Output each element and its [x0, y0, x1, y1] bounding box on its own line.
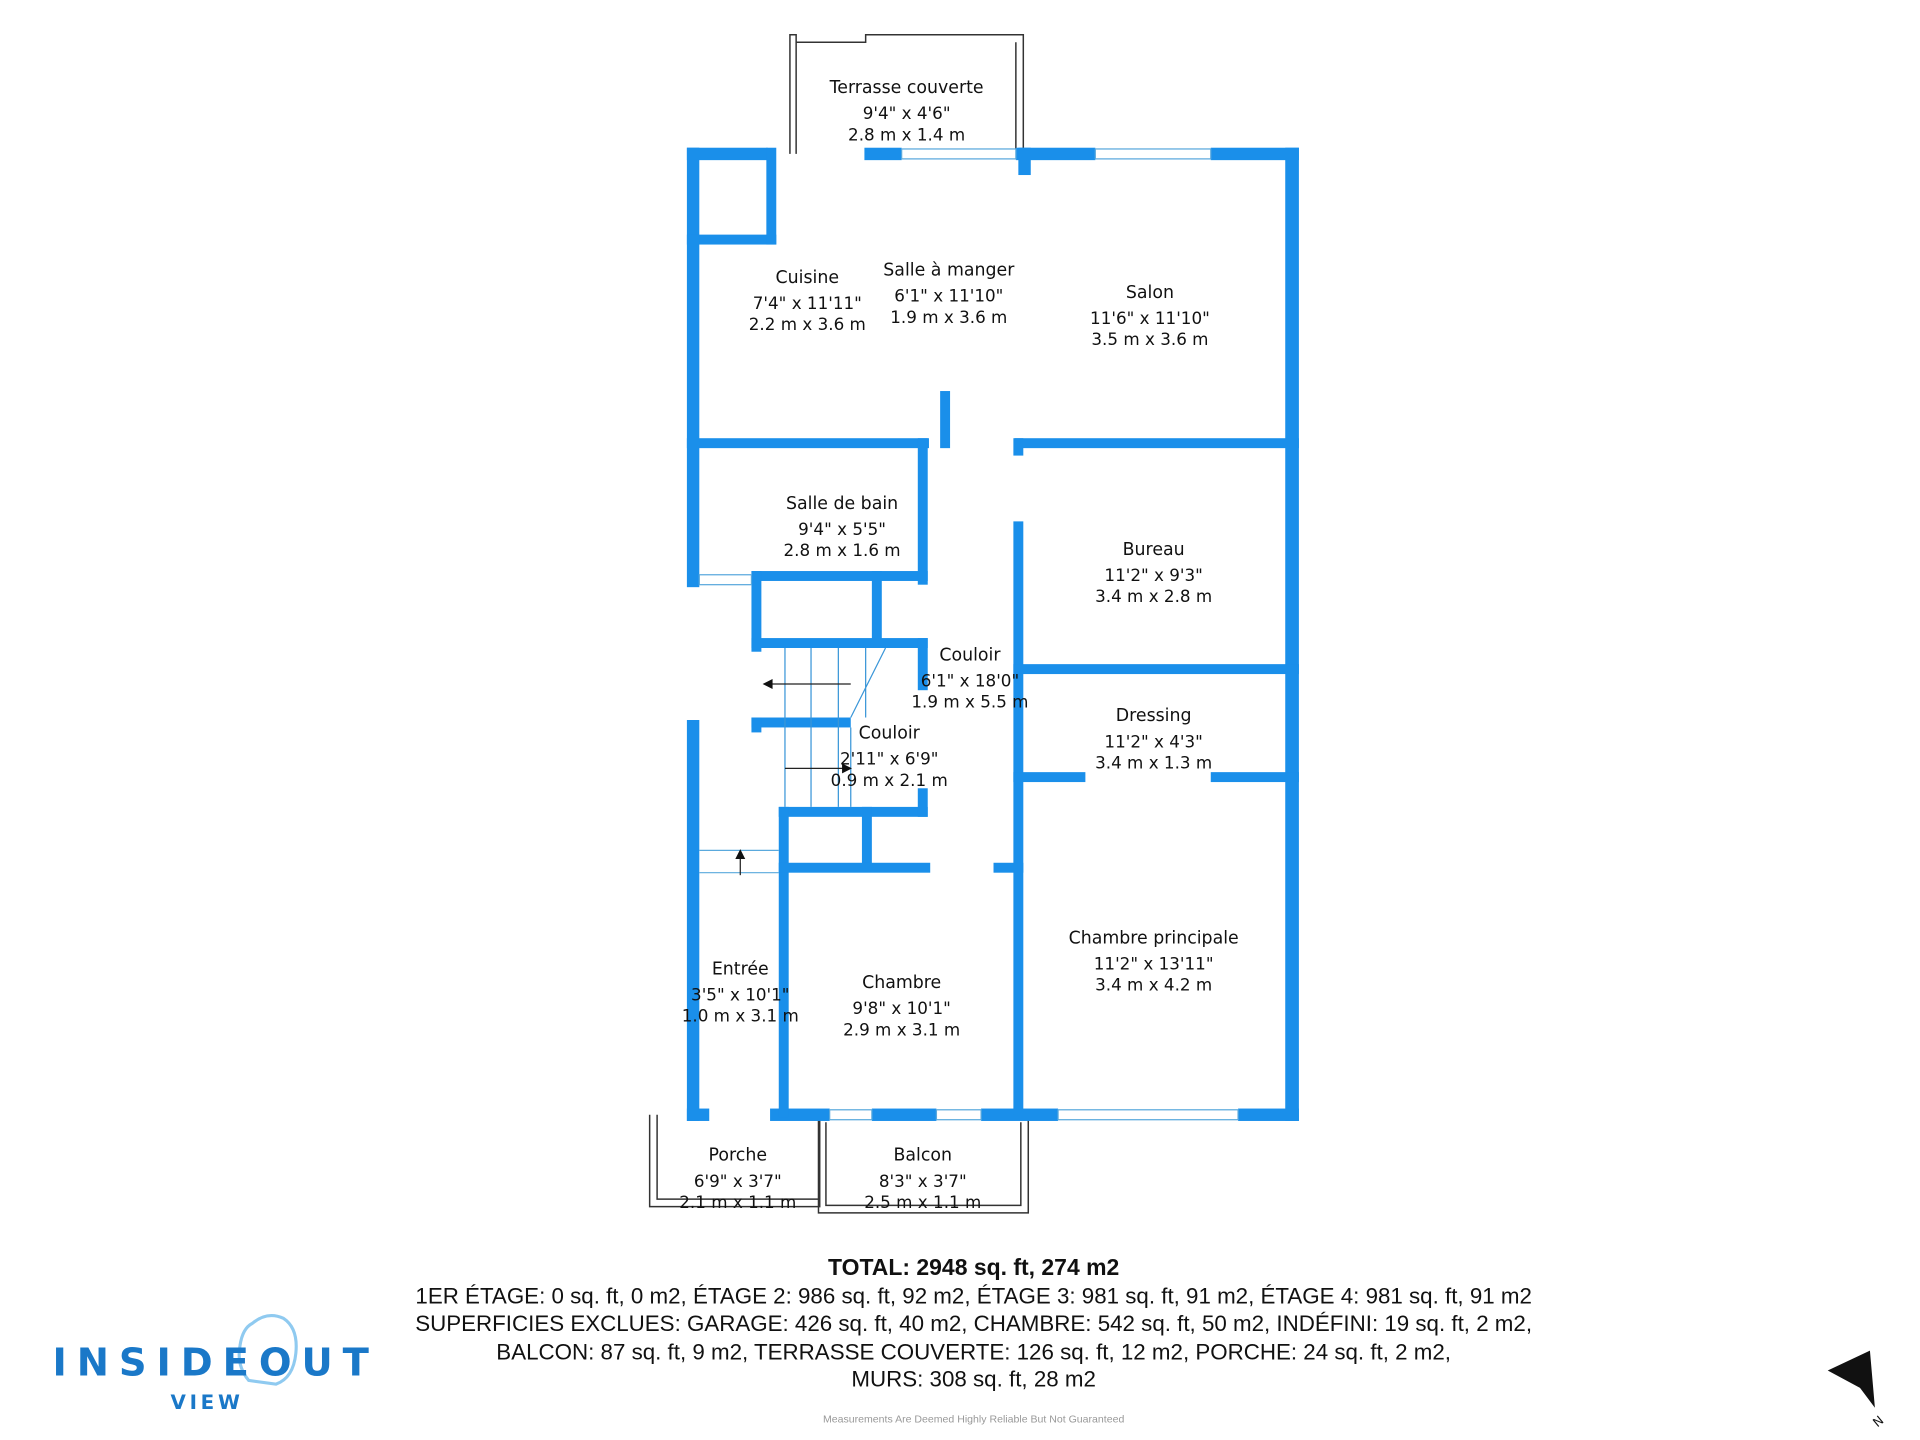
walls [686, 147, 1299, 1121]
room-dim-imperial: 11'2" x 4'3" [1104, 731, 1202, 751]
area-summary: TOTAL: 2948 sq. ft, 274 m2 1ER ÉTAGE: 0 … [415, 1254, 1532, 1426]
room-name: Entrée [712, 959, 769, 979]
disclaimer: Measurements Are Deemed Highly Reliable … [823, 1414, 1124, 1426]
room-dim-imperial: 2'11" x 6'9" [840, 749, 938, 769]
logo-main: INSIDEOUT [53, 1340, 379, 1385]
room-chambre: Chambre 9'8" x 10'1" 2.9 m x 3.1 m [843, 973, 960, 1039]
room-name: Salle de bain [786, 494, 898, 514]
room-dim-metric: 2.1 m x 1.1 m [679, 1192, 796, 1212]
room-dim-imperial: 7'4" x 11'11" [753, 293, 862, 313]
room-name: Couloir [939, 645, 1001, 665]
insideout-logo: INSIDEOUT VIEW [53, 1314, 379, 1414]
room-dim-metric: 2.5 m x 1.1 m [864, 1192, 981, 1212]
summary-total: TOTAL: 2948 sq. ft, 274 m2 [828, 1254, 1119, 1280]
room-dim-imperial: 6'1" x 11'10" [894, 286, 1003, 306]
summary-floors: 1ER ÉTAGE: 0 sq. ft, 0 m2, ÉTAGE 2: 986 … [415, 1283, 1531, 1308]
room-dim-metric: 1.9 m x 3.6 m [890, 307, 1007, 327]
logo-sub: VIEW [170, 1391, 243, 1414]
room-salon: Salon 11'6" x 11'10" 3.5 m x 3.6 m [1090, 283, 1210, 349]
room-salle-a-manger: Salle à manger 6'1" x 11'10" 1.9 m x 3.6… [883, 261, 1015, 327]
room-name: Porche [709, 1146, 767, 1166]
room-couloir-small: Couloir 2'11" x 6'9" 0.9 m x 2.1 m [831, 724, 948, 790]
room-dim-metric: 1.0 m x 3.1 m [682, 1006, 799, 1026]
room-dim-imperial: 9'4" x 4'6" [863, 103, 951, 123]
room-entree: Entrée 3'5" x 10'1" 1.0 m x 3.1 m [682, 959, 799, 1025]
room-dim-imperial: 3'5" x 10'1" [691, 985, 789, 1005]
room-terrasse: Terrasse couverte 9'4" x 4'6" 2.8 m x 1.… [829, 78, 984, 144]
room-name: Couloir [859, 724, 921, 744]
room-dim-imperial: 6'1" x 18'0" [921, 670, 1019, 690]
room-dressing: Dressing 11'2" x 4'3" 3.4 m x 1.3 m [1095, 706, 1212, 772]
staircase [735, 647, 887, 876]
room-dim-metric: 2.9 m x 3.1 m [843, 1019, 960, 1039]
camera-icon [237, 1314, 298, 1386]
summary-walls: MURS: 308 sq. ft, 28 m2 [851, 1367, 1095, 1392]
room-dim-imperial: 6'9" x 3'7" [694, 1171, 782, 1191]
room-name: Dressing [1116, 706, 1192, 726]
room-dim-metric: 2.2 m x 3.6 m [749, 314, 866, 334]
room-dim-imperial: 9'4" x 5'5" [798, 519, 886, 539]
room-name: Terrasse couverte [829, 78, 984, 98]
room-dim-metric: 3.4 m x 2.8 m [1095, 586, 1212, 606]
room-name: Salle à manger [883, 261, 1015, 281]
room-dim-imperial: 9'8" x 10'1" [852, 998, 950, 1018]
room-dim-metric: 2.8 m x 1.4 m [848, 124, 965, 144]
room-dim-imperial: 11'6" x 11'10" [1090, 308, 1210, 328]
room-bureau: Bureau 11'2" x 9'3" 3.4 m x 2.8 m [1095, 540, 1212, 606]
room-dim-imperial: 11'2" x 13'11" [1094, 954, 1214, 974]
room-dim-metric: 3.4 m x 4.2 m [1095, 975, 1212, 995]
room-dim-metric: 3.4 m x 1.3 m [1095, 752, 1212, 772]
room-dim-imperial: 11'2" x 9'3" [1104, 565, 1202, 585]
compass-label: N [1870, 1412, 1887, 1429]
room-balcon: Balcon 8'3" x 3'7" 2.5 m x 1.1 m [864, 1146, 981, 1212]
room-dim-metric: 1.9 m x 5.5 m [911, 692, 1028, 712]
exterior-outlines [648, 34, 1030, 1214]
room-dim-imperial: 8'3" x 3'7" [879, 1171, 967, 1191]
summary-excluded: SUPERFICIES EXCLUES: GARAGE: 426 sq. ft,… [415, 1311, 1532, 1336]
room-name: Chambre [862, 973, 941, 993]
room-chambre-principale: Chambre principale 11'2" x 13'11" 3.4 m … [1069, 928, 1239, 994]
room-name: Balcon [893, 1146, 952, 1166]
room-name: Cuisine [776, 268, 840, 288]
room-cuisine: Cuisine 7'4" x 11'11" 2.2 m x 3.6 m [749, 268, 866, 334]
room-dim-metric: 3.5 m x 3.6 m [1091, 329, 1208, 349]
room-name: Bureau [1123, 540, 1185, 560]
north-compass-icon: N [1827, 1350, 1887, 1430]
summary-excluded-2: BALCON: 87 sq. ft, 9 m2, TERRASSE COUVER… [496, 1339, 1451, 1364]
room-name: Salon [1126, 283, 1174, 303]
room-porche: Porche 6'9" x 3'7" 2.1 m x 1.1 m [679, 1146, 796, 1212]
windows [698, 148, 1239, 1121]
room-couloir-main: Couloir 6'1" x 18'0" 1.9 m x 5.5 m [911, 645, 1028, 711]
room-name: Chambre principale [1069, 928, 1239, 948]
room-dim-metric: 2.8 m x 1.6 m [784, 540, 901, 560]
room-dim-metric: 0.9 m x 2.1 m [831, 770, 948, 790]
room-salle-de-bain: Salle de bain 9'4" x 5'5" 2.8 m x 1.6 m [784, 494, 901, 560]
